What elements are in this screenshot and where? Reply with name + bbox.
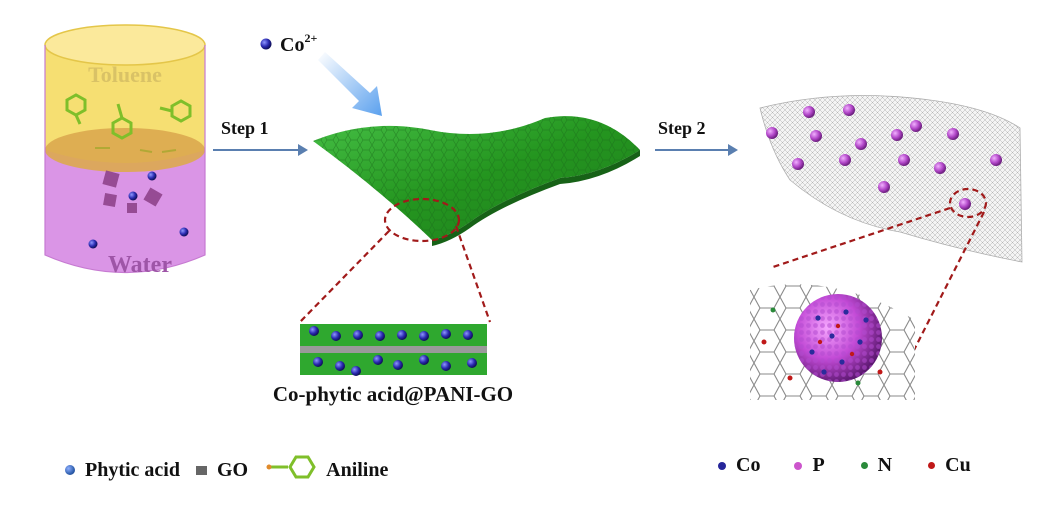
cobalt-ball-icon <box>260 38 272 50</box>
step2-label: Step 2 <box>658 118 706 138</box>
step2-arrow <box>655 144 738 156</box>
legend-left: Phytic acid GO Aniline <box>65 454 388 486</box>
aniline-molecule <box>159 99 192 123</box>
sphere-copper-atoms <box>817 323 855 357</box>
water-phase <box>45 150 205 273</box>
cobalt-balls-top <box>309 326 473 341</box>
toluene-label: Toluene <box>88 62 162 87</box>
pani-go-sheet <box>313 116 640 246</box>
right-arrow-icon <box>298 144 308 156</box>
cobalt-balls-bottom <box>313 355 477 376</box>
phosphorus-dot-icon <box>794 461 803 470</box>
cop-nanoparticles <box>766 104 1002 210</box>
interface-aniline <box>95 147 177 153</box>
legend-co: Co <box>736 454 761 476</box>
cobalt-ion-charge: 2+ <box>304 31 317 45</box>
gray-square-icon <box>196 465 207 475</box>
svg-text:Co2+: Co2+ <box>280 31 317 56</box>
step1-arrow <box>213 144 308 156</box>
carbon-mesh-sheet <box>759 95 1023 263</box>
cobalt-ion-label: Co <box>280 34 304 56</box>
two-phase-beaker: Toluene Water <box>44 24 206 278</box>
aniline-molecule <box>65 93 87 125</box>
beaker-rim <box>44 24 206 66</box>
zoom-indicator-right <box>769 187 988 351</box>
phytic-acid-balls <box>88 171 189 249</box>
legend-aniline: Aniline <box>326 458 389 481</box>
ion-addition-arrow <box>318 52 382 116</box>
legend-cu: Cu <box>945 454 971 476</box>
cobalt-ion: Co2+ <box>260 31 317 56</box>
nitrogen-dot-icon <box>860 462 868 469</box>
zoom-indicator-left <box>299 197 492 323</box>
copper-dot-icon <box>928 462 936 469</box>
aniline-ring-icon <box>266 454 318 486</box>
water-label: Water <box>108 252 172 278</box>
cobalt-dot-icon <box>718 461 726 470</box>
legend-p: P <box>812 454 825 476</box>
phase-interface <box>45 128 205 172</box>
sphere-cobalt-atoms <box>809 309 869 375</box>
right-arrow-icon <box>728 144 738 156</box>
phytic-acid-crystals <box>102 170 163 213</box>
composite-cross-section <box>300 324 487 376</box>
step1-label: Step 1 <box>221 118 269 138</box>
aniline-molecule <box>111 103 133 140</box>
legend-phytic-acid: Phytic acid <box>85 458 180 481</box>
legend-n: N <box>877 454 893 476</box>
composite-label: Co-phytic acid@PANI-GO <box>273 382 513 406</box>
legend-go: GO <box>217 458 249 481</box>
doping-atoms <box>761 307 883 386</box>
zoomed-cop-on-graphene <box>750 284 915 400</box>
blue-ball-icon <box>65 465 75 475</box>
legend-right: Co P N Cu <box>718 454 971 477</box>
